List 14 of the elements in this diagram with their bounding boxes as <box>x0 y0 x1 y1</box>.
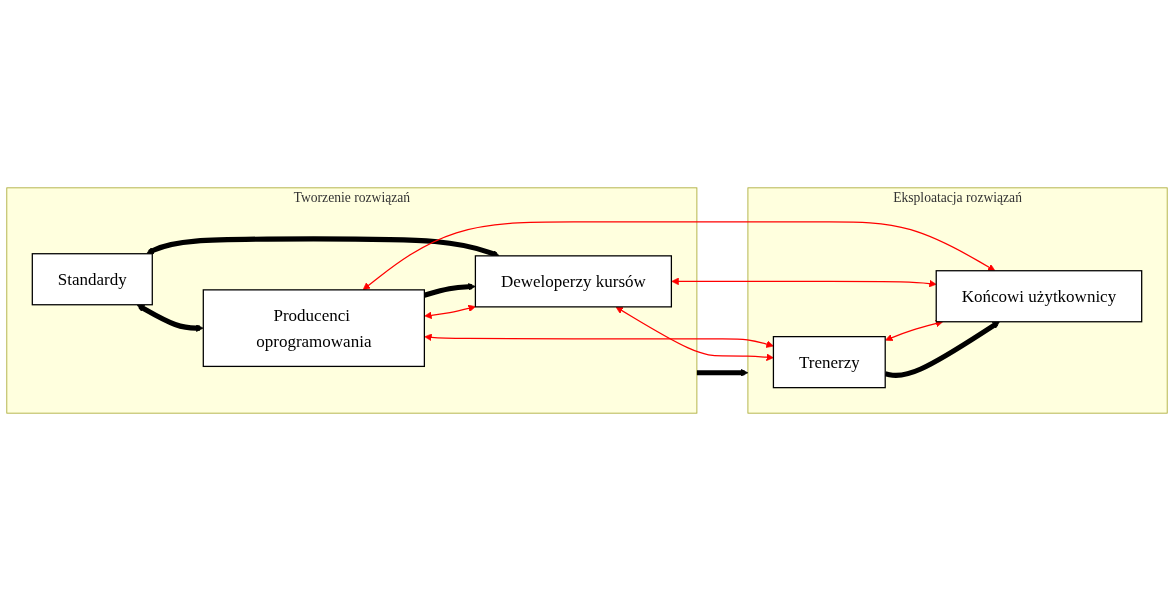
arrow <box>885 319 944 342</box>
arrow <box>362 221 996 290</box>
node-box: Standardy <box>31 253 153 306</box>
node-box: Producenci oprogramowania <box>202 289 425 368</box>
arrow <box>424 333 774 348</box>
arrow <box>615 306 774 361</box>
arrow <box>424 304 476 319</box>
node-box: Deweloperzy kursów <box>474 255 672 308</box>
node-box: Trenerzy <box>772 336 886 389</box>
arrow <box>423 283 476 298</box>
arrow <box>136 304 204 332</box>
arrow <box>671 277 937 288</box>
arrow <box>696 369 749 377</box>
node-box: Końcowi użytkownicy <box>935 270 1143 323</box>
